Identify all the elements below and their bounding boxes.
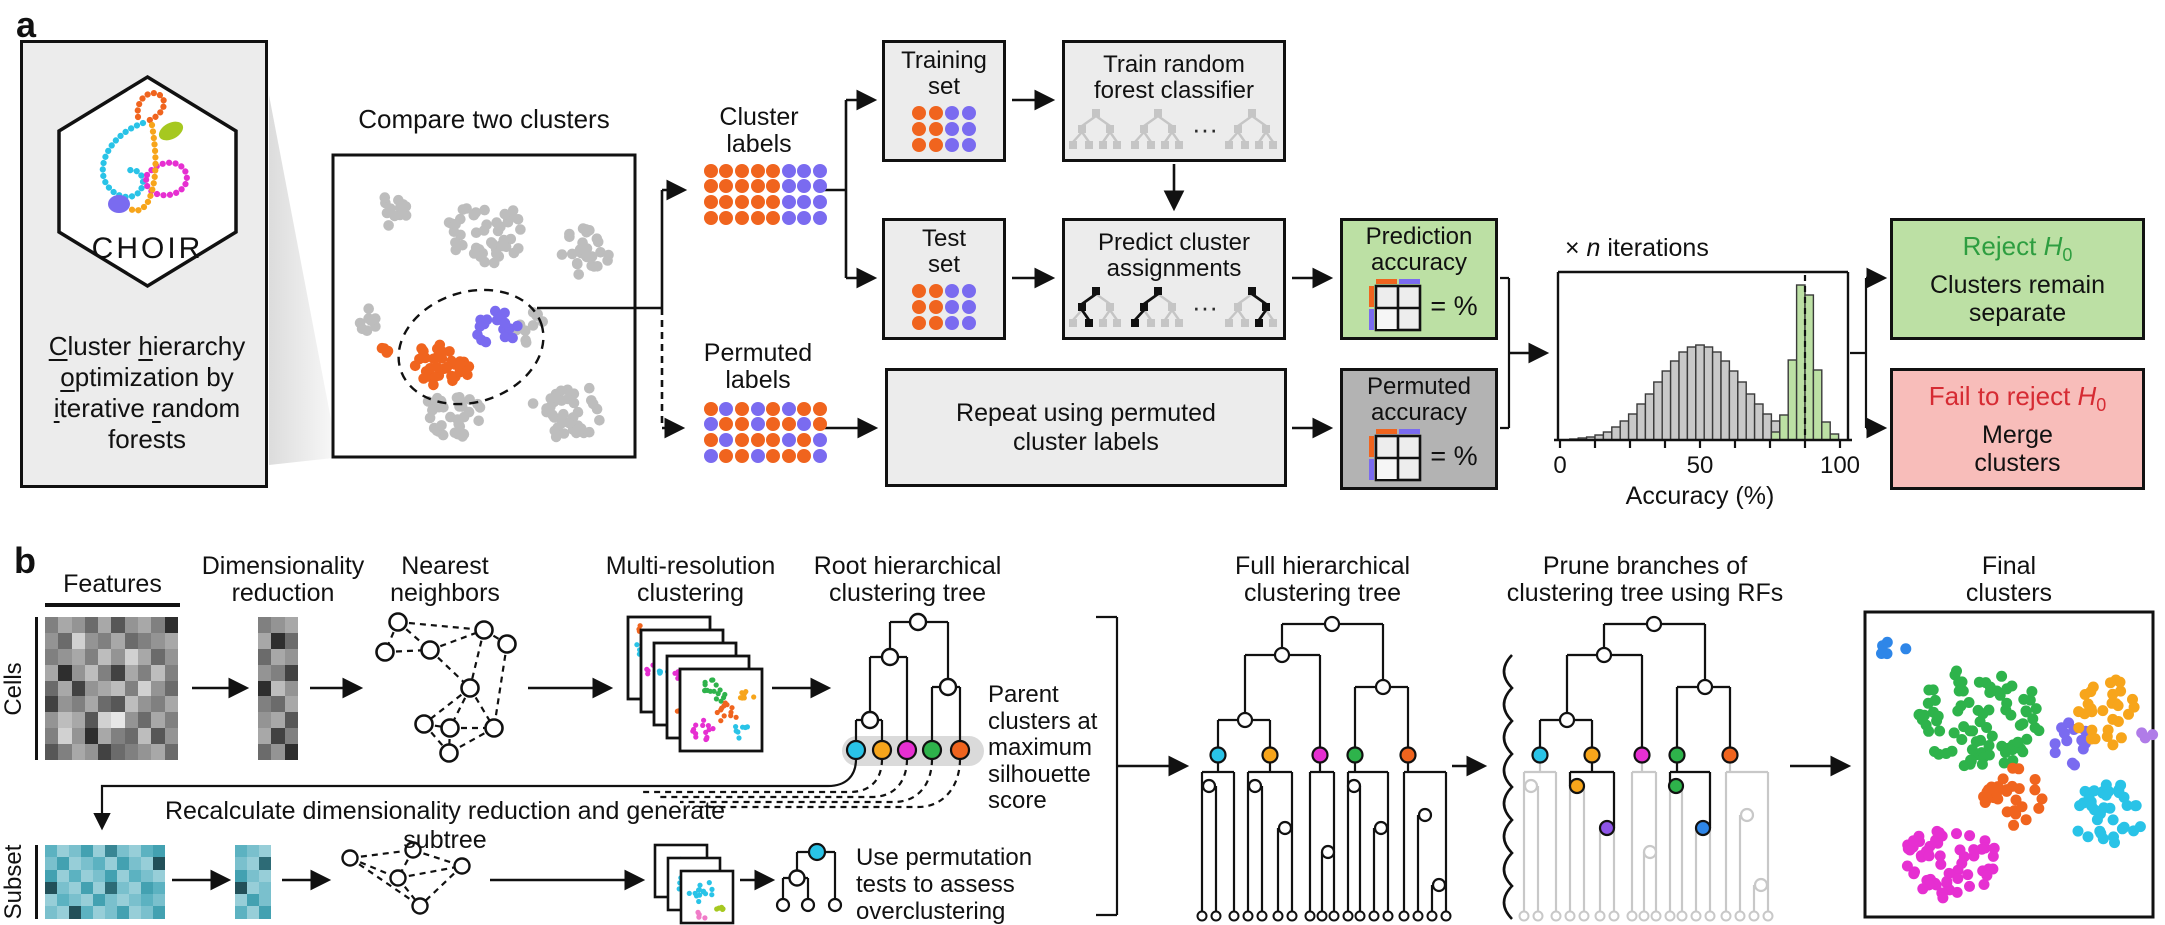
full-tree [1196, 615, 1452, 922]
features-rule [45, 603, 180, 607]
scallop-bracket [1502, 654, 1514, 920]
panel-b-label: b [14, 540, 36, 581]
forest-predict-icons: ··· [1068, 286, 1280, 328]
x-axis-label: Accuracy (%) [1625, 482, 1775, 510]
selected-clusters-ellipse [397, 288, 545, 406]
subset-label: Subset [0, 844, 27, 920]
choir-description: Cluster hierarchy optimization by iterat… [48, 331, 246, 454]
choir-name: CHOIR [92, 232, 204, 265]
xtick-100: 100 [1819, 452, 1861, 479]
fail-reject-h0-title: Fail to reject H0 [1928, 381, 2107, 416]
permuted-labels-grid [703, 401, 828, 463]
cells-rule [35, 617, 38, 760]
root-tree [842, 612, 984, 766]
subset-frames [653, 843, 735, 925]
histogram-bars [1569, 284, 1840, 441]
reject-h0-title: Reject H0 [1962, 231, 2073, 266]
test-set-grid [911, 282, 977, 331]
forest-icons: ··· [1068, 108, 1280, 150]
subset-small-heatmap [235, 845, 271, 919]
nearest-neighbors-graph [375, 612, 517, 763]
subtree [775, 842, 843, 913]
confusion-matrix-icon: = % [1360, 428, 1478, 484]
group-bracket [1096, 615, 1119, 917]
features-heatmap [45, 617, 178, 761]
histogram-axes [1554, 270, 1852, 442]
subset-graph [341, 841, 471, 915]
recalculate-label: Recalculate dimensionality reduction and… [164, 797, 726, 854]
cells-label: Cells [0, 662, 27, 716]
beam-shadow [269, 95, 333, 465]
multires-frames [626, 615, 764, 753]
final-clusters-box [1863, 610, 2155, 919]
subset-heatmap [45, 845, 165, 919]
choir-box: CHOIR Cluster hierarchy optimization by … [20, 40, 268, 488]
final-clusters-dots [1876, 636, 2159, 904]
compare-title: Compare two clusters [358, 104, 610, 134]
pruned-tree-kept [1531, 615, 1739, 837]
full-tree-parent-nodes [1209, 746, 1417, 764]
xtick-0: 0 [1553, 452, 1567, 479]
xtick-50: 50 [1686, 452, 1714, 479]
choir-hex-logo: CHOIR [57, 74, 238, 289]
cluster-labels-grid [703, 163, 828, 225]
iterations-annotation: × n iterations [1565, 234, 1709, 262]
compare-scatter-dots [354, 192, 614, 443]
dim-reduction-heatmap [258, 617, 298, 761]
features-label: Features [63, 570, 162, 598]
subset-rule [35, 845, 38, 919]
confusion-matrix-icon: = % [1360, 278, 1478, 334]
panel-a-label: a [16, 4, 37, 45]
compare-scatter-box [331, 153, 637, 459]
training-set-grid [911, 104, 977, 153]
subtree-dashed-paths [640, 758, 962, 809]
pruned-tree-gray [1518, 615, 1774, 922]
